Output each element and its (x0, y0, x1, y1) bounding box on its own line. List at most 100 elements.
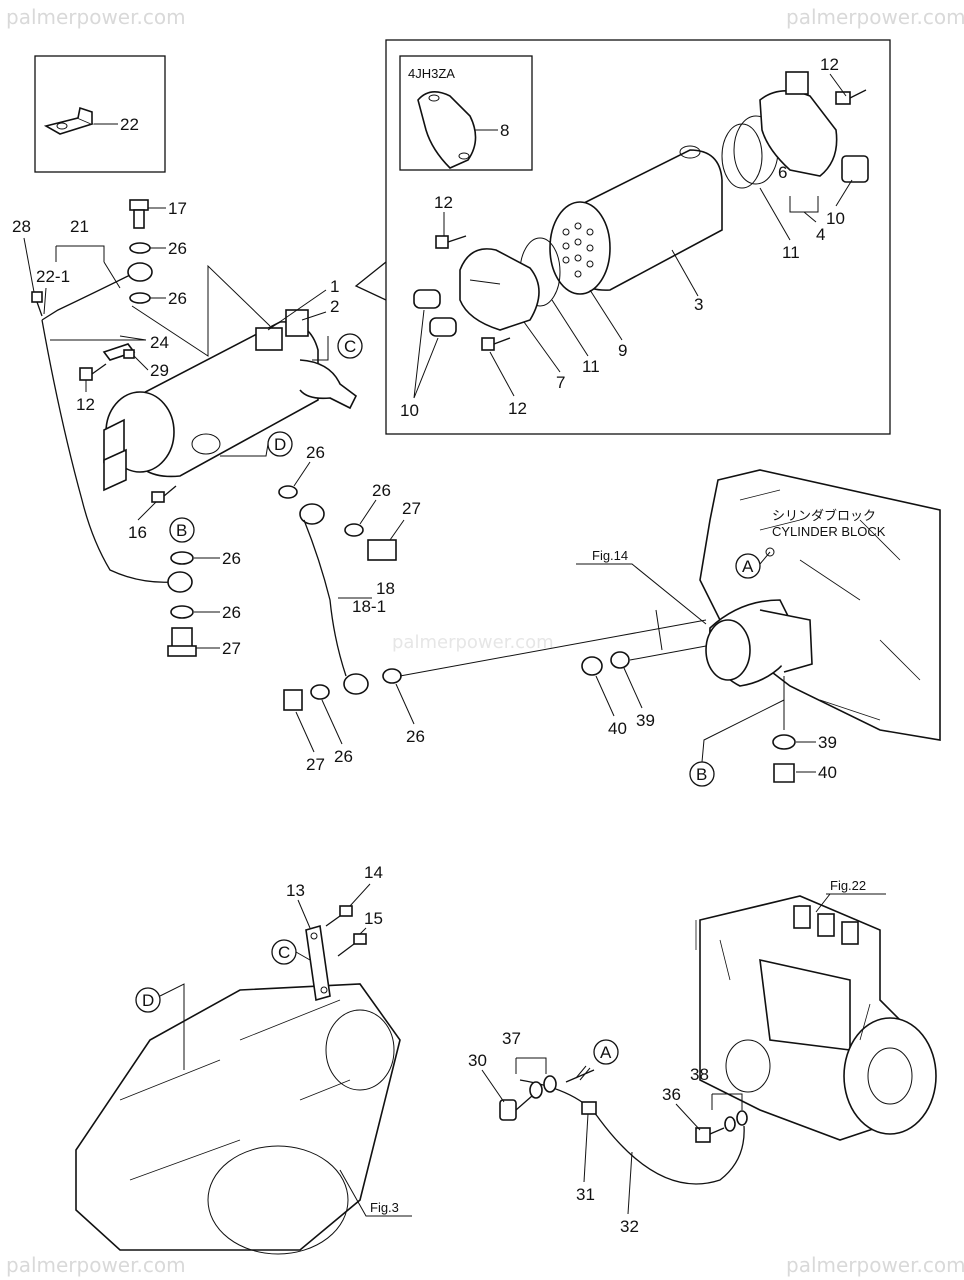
cylinder-block (699, 469, 941, 741)
exploded-inset-box (385, 39, 891, 435)
callout-10-inset-right: 10 (826, 209, 845, 228)
hose-fittings-10-left (413, 289, 457, 337)
washer-26-g (310, 684, 330, 700)
callout-26-e: 26 (306, 443, 325, 462)
clip-31 (581, 1101, 597, 1115)
callout-28: 28 (12, 217, 31, 236)
callout-27-right: 27 (402, 499, 421, 518)
injection-pump (695, 895, 937, 1141)
pipe-21 (41, 262, 193, 593)
callout-12-inset-top: 12 (820, 55, 839, 74)
callout-36: 36 (662, 1085, 681, 1104)
bolt-28 (31, 291, 43, 317)
hose-32 (519, 1079, 745, 1185)
callout-16: 16 (128, 523, 147, 542)
ref-a-block-label: A (742, 557, 754, 576)
oil-filter (705, 599, 813, 687)
clamp-22-drawing (43, 106, 95, 135)
cylinder-block-en: CYLINDER BLOCK (772, 524, 886, 539)
pipe-18 (299, 503, 369, 695)
nut-29 (123, 349, 135, 359)
nut-40-upper (581, 656, 603, 676)
model-variant-box (399, 55, 533, 171)
callout-2: 2 (330, 297, 339, 316)
callout-26-c: 26 (222, 549, 241, 568)
bolt-36 (695, 1127, 725, 1143)
cover-8-drawing (417, 91, 477, 169)
callout-29: 29 (150, 361, 169, 380)
washer-39-lower (772, 734, 796, 750)
plate-13 (305, 924, 331, 1002)
fitting-10-right (841, 155, 869, 183)
cylinder-block-jp: シリンダブロック (772, 508, 876, 523)
ref-a-pump-label: A (600, 1043, 612, 1062)
callout-40-lower: 40 (818, 763, 837, 782)
watermark-top-left: palmerpower.com (6, 5, 186, 29)
watermark-bottom-right: palmerpower.com (786, 1253, 964, 1277)
callout-24: 24 (150, 333, 169, 352)
ref-circle-d-bottom (135, 987, 161, 1013)
callout-12-inset-left: 12 (434, 193, 453, 212)
callout-27-left: 27 (222, 639, 241, 658)
model-label: 4JH3ZA (408, 66, 455, 81)
ref-circle-a-pump (593, 1039, 619, 1065)
washer-26-c (170, 551, 194, 565)
bolt-12-inset-left (435, 235, 467, 249)
callout-8: 8 (500, 121, 509, 140)
callout-7: 7 (556, 373, 565, 392)
callout-39-lower: 39 (818, 733, 837, 752)
callout-18-1: 18-1 (352, 597, 386, 616)
watermark-bottom-left: palmerpower.com (6, 1253, 186, 1277)
callout-26-f: 26 (372, 481, 391, 500)
ref-circle-b-left (169, 517, 195, 543)
ref-c-top-label: C (344, 337, 356, 356)
washer-26-b (129, 292, 151, 304)
bolt-12-inset-bottom (481, 337, 511, 351)
ref-d-top-label: D (274, 435, 286, 454)
washers-38 (724, 1110, 748, 1132)
callout-22: 22 (120, 115, 139, 134)
part-22-box (34, 55, 166, 173)
callout-4: 4 (816, 225, 825, 244)
callout-9: 9 (618, 341, 627, 360)
fig-3-ref: Fig.3 (370, 1200, 399, 1215)
bolt-17 (129, 199, 149, 229)
bolt-14 (325, 905, 353, 927)
bolt-27-bottom (283, 689, 303, 711)
callout-26-h: 26 (406, 727, 425, 746)
callout-14: 14 (364, 863, 383, 882)
bolt-27-left (167, 627, 197, 657)
assembled-cooler (103, 309, 358, 492)
watermark-top-right: palmerpower.com (786, 5, 964, 29)
callout-26-a: 26 (168, 239, 187, 258)
callout-22-1: 22-1 (36, 267, 70, 286)
ref-c-bottom-label: C (278, 943, 290, 962)
bolt-12-left (79, 363, 107, 381)
washer-26-h (382, 668, 402, 684)
nut-40-lower (773, 763, 795, 783)
bolt-30 (499, 1095, 533, 1121)
ref-d-bottom-label: D (142, 991, 154, 1010)
callout-1: 1 (330, 277, 339, 296)
callout-32: 32 (620, 1217, 639, 1236)
ref-circle-a-block (735, 553, 761, 579)
fig-14-ref: Fig.14 (592, 548, 628, 563)
tube-plate-9 (549, 201, 611, 295)
callout-18: 18 (376, 579, 395, 598)
o-ring-11-right (721, 123, 763, 189)
ref-b-left-label: B (176, 521, 187, 540)
callout-10-inset-left: 10 (400, 401, 419, 420)
fig-22-ref: Fig.22 (830, 878, 866, 893)
washer-26-a (129, 242, 151, 254)
ref-circle-b-right (689, 761, 715, 787)
callout-40-upper: 40 (608, 719, 627, 738)
washer-39-upper (610, 651, 630, 669)
callout-12-inset-bottom: 12 (508, 399, 527, 418)
end-housing-4 (759, 71, 838, 177)
end-cover-7 (459, 248, 540, 331)
bolt-16 (151, 485, 177, 503)
gear-case (75, 983, 401, 1255)
callout-31: 31 (576, 1185, 595, 1204)
callout-15: 15 (364, 909, 383, 928)
